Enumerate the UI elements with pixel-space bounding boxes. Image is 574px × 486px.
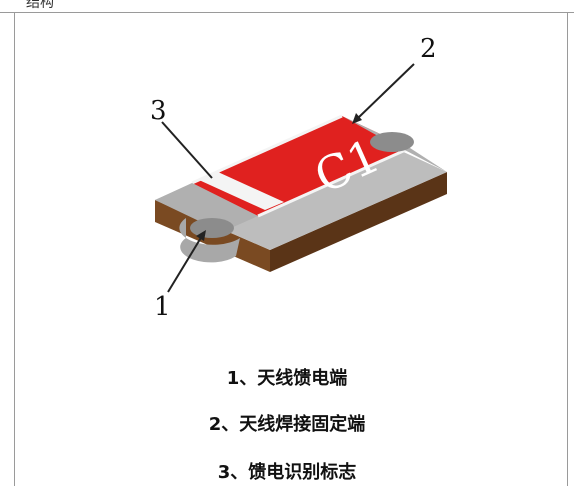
frame-right-border — [567, 12, 568, 486]
feed-terminal-top — [155, 183, 258, 232]
legend-item-1: 1、天线馈电端 — [226, 368, 348, 389]
frame-left-border — [14, 12, 15, 486]
red-body-trim-left — [191, 114, 343, 185]
leader-line-3 — [161, 121, 213, 179]
red-body-trim-right — [257, 146, 411, 218]
callout-2: 2 — [420, 34, 437, 64]
chip-right-edge — [270, 172, 447, 272]
fixing-terminal-notch-hole — [370, 132, 414, 152]
leader-line-2 — [357, 63, 415, 119]
corner-caption: 结构 — [26, 0, 54, 11]
feed-terminal-notch-hole — [190, 218, 234, 238]
frame-top-border — [0, 12, 574, 13]
callout-3: 3 — [150, 96, 167, 126]
legend-item-3: 3、馈电识别标志 — [217, 462, 357, 483]
leader-arrow-1 — [196, 230, 206, 241]
leader-line-1 — [167, 235, 203, 293]
leader-arrow-2 — [352, 113, 362, 124]
feed-terminal-notch — [179, 218, 240, 263]
callout-1: 1 — [154, 292, 171, 322]
legend-item-2: 2、天线焊接固定端 — [208, 414, 366, 435]
feed-identification-stripe — [199, 172, 284, 210]
